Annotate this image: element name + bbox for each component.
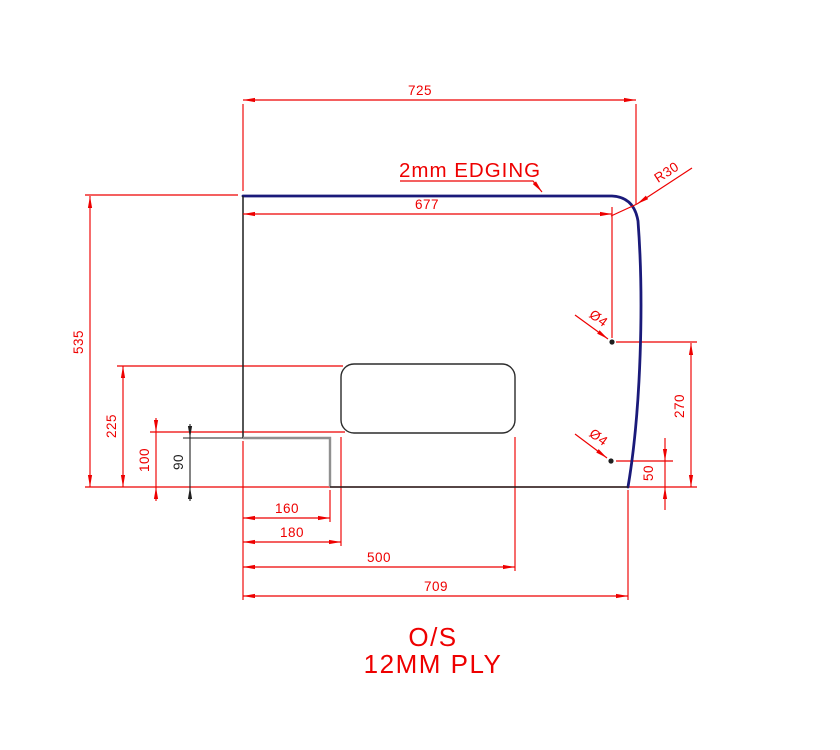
dim-100: 100 [137,418,159,501]
dim-725: 725 [243,83,636,103]
dim-500: 500 [243,550,515,570]
panel-notch-edge [243,436,332,487]
drawing-title: O/S 12MM PLY [364,622,503,679]
edging-callout: 2mm EDGING [399,159,543,193]
hole-upper [609,339,615,345]
pocket-cutout [340,363,516,434]
dim-709-label: 709 [424,579,448,594]
hole-upper-callout: Ø4 [574,307,611,340]
hole-lower-callout: Ø4 [574,426,611,459]
hole-lower [608,458,614,464]
r30-leader [636,167,693,205]
edging-leader [400,180,543,193]
dim-90-label: 90 [171,454,186,470]
dim-180: 180 [243,525,341,545]
panel-outline [241,194,643,489]
dim-100-label: 100 [137,448,152,472]
title-line2: 12MM PLY [364,649,503,679]
dim-535: 535 [71,196,93,487]
title-line1: O/S [408,622,457,652]
extension-lines [85,104,697,600]
dim-500-label: 500 [367,550,391,565]
dim-225: 225 [104,366,126,487]
dim-225-label: 225 [104,414,119,438]
dim-709: 709 [243,579,628,599]
hole-upper-leader [574,314,609,340]
r30-label: R30 [651,159,681,186]
dim-677: 677 [243,197,612,217]
r30-callout: R30 [610,159,693,217]
dim-160: 160 [243,501,330,521]
dim-90: 90 [171,424,243,501]
dim-535-label: 535 [71,330,86,354]
dim-270-label: 270 [672,394,687,418]
dim-50: 50 [641,438,668,510]
dim-725-label: 725 [408,83,432,98]
r30-leader-tail [610,203,638,217]
edging-label: 2mm EDGING [399,159,541,182]
dim-160-label: 160 [275,501,299,516]
panel-edged-top-right-edge [241,194,643,489]
dim-50-label: 50 [641,465,656,481]
hole-lower-leader [574,433,608,459]
dim-677-label: 677 [415,197,439,212]
dim-270: 270 [672,343,694,487]
dim-180-label: 180 [280,525,304,540]
